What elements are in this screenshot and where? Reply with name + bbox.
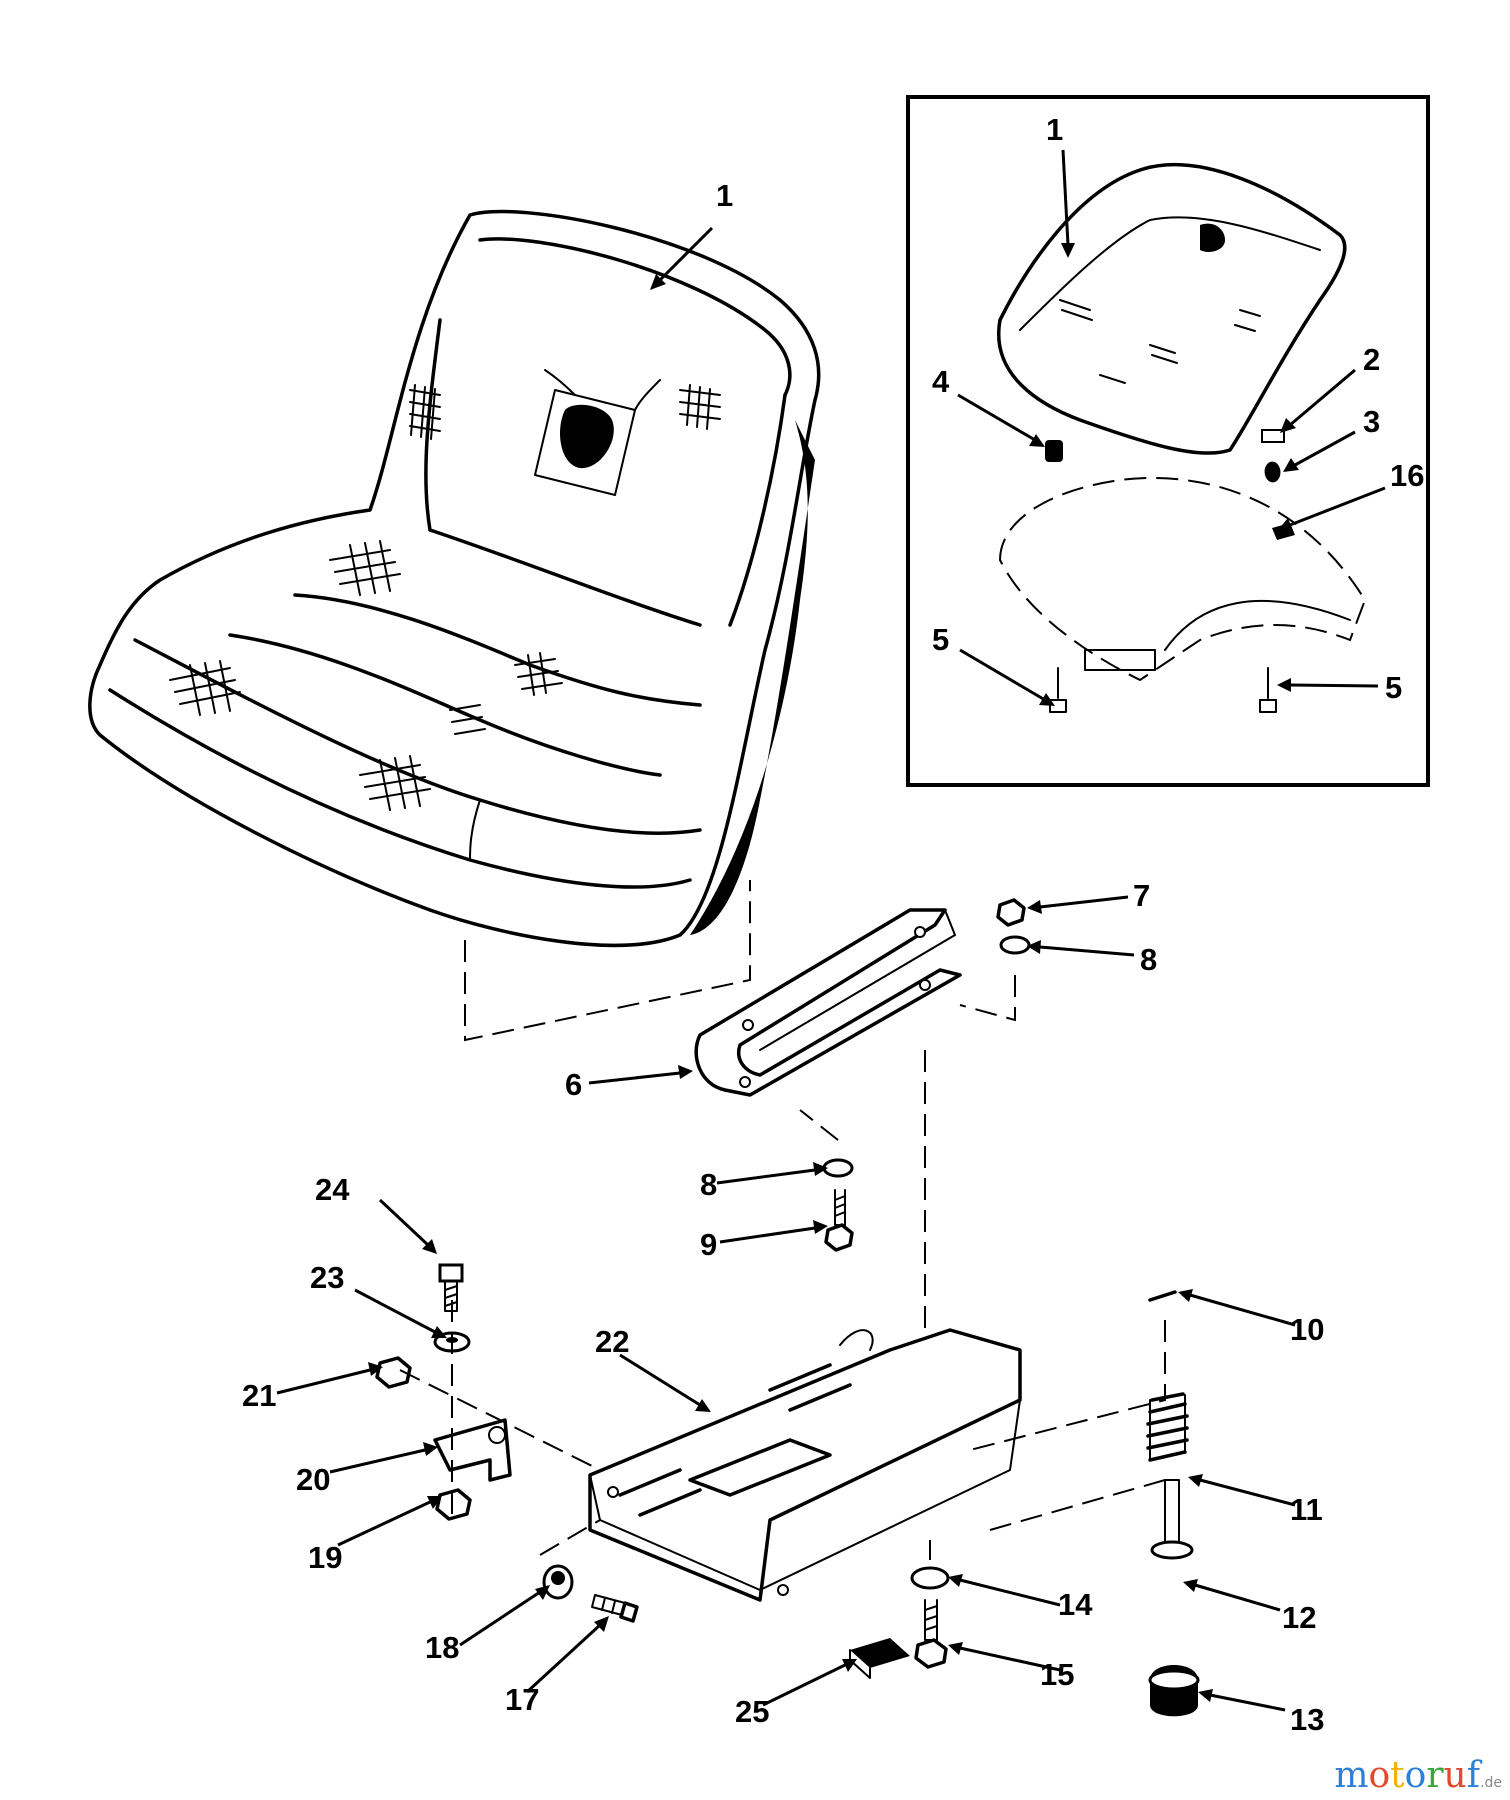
callout-inset-screw-right: 5 xyxy=(1385,670,1402,705)
watermark-letter: t xyxy=(1390,1755,1405,1796)
callout-inset-seat: 1 xyxy=(1046,112,1063,147)
seat-texture-patches xyxy=(169,384,721,811)
callout-inset-pad: 16 xyxy=(1390,458,1424,493)
callout-rubber-pad: 25 xyxy=(735,1694,769,1729)
callout-washer-plate: 14 xyxy=(1058,1587,1093,1622)
callout-adjust-knob: 13 xyxy=(1290,1702,1324,1737)
watermark-letter: u xyxy=(1443,1755,1467,1796)
callout-washer-top: 8 xyxy=(1140,942,1157,977)
hinge-bracket-part xyxy=(433,1418,512,1482)
watermark-letter: r xyxy=(1426,1755,1444,1796)
callout-leaders xyxy=(276,149,1386,1712)
callout-inset-bumper: 4 xyxy=(932,364,950,399)
callout-nut-hinge: 19 xyxy=(308,1540,342,1575)
watermark-letter: o xyxy=(1368,1755,1391,1796)
watermark-letter: f xyxy=(1466,1755,1481,1796)
callout-spring: 11 xyxy=(1290,1492,1323,1527)
callout-bracket: 6 xyxy=(565,1067,582,1102)
callout-washer-hinge: 23 xyxy=(310,1260,344,1295)
callout-nut-top: 7 xyxy=(1133,878,1150,913)
callout-washer-bottom: 8 xyxy=(700,1167,717,1202)
callout-nut-side: 21 xyxy=(242,1378,276,1413)
callout-bolt-plate: 15 xyxy=(1040,1657,1074,1692)
callout-seat-plate: 22 xyxy=(595,1324,629,1359)
callout-main-seat: 1 xyxy=(716,178,733,213)
assembly-guide-lines xyxy=(399,880,1166,1560)
spring-part xyxy=(1146,1392,1189,1462)
callout-spacer-front: 18 xyxy=(425,1630,459,1665)
bracket-assembly xyxy=(694,908,962,1097)
callout-bolt-front: 17 xyxy=(505,1682,539,1717)
watermark-logo: motoruf.de xyxy=(1334,1755,1502,1796)
watermark-suffix: .de xyxy=(1480,1775,1502,1791)
watermark-letters: motoruf xyxy=(1334,1755,1480,1796)
inset-panel xyxy=(906,95,1430,787)
callout-bolt-bracket: 9 xyxy=(700,1227,717,1262)
callout-numbers: 1 1 2 3 4 16 5 5 7 8 6 8 9 10 11 12 13 1… xyxy=(242,112,1424,1737)
callout-inset-spring: 3 xyxy=(1363,404,1380,439)
seat-plate-assembly xyxy=(588,1328,1022,1602)
callout-inset-screw-left: 5 xyxy=(932,622,949,657)
callout-inset-clip: 2 xyxy=(1363,342,1380,377)
watermark-letter: m xyxy=(1334,1755,1369,1796)
seat-main-illustration xyxy=(88,209,821,948)
callout-bolt-hinge: 24 xyxy=(315,1172,350,1207)
callout-hinge-bracket: 20 xyxy=(296,1462,330,1497)
callout-pin: 10 xyxy=(1290,1312,1324,1347)
watermark-letter: o xyxy=(1404,1755,1427,1796)
callout-spring-pin: 12 xyxy=(1282,1600,1316,1635)
